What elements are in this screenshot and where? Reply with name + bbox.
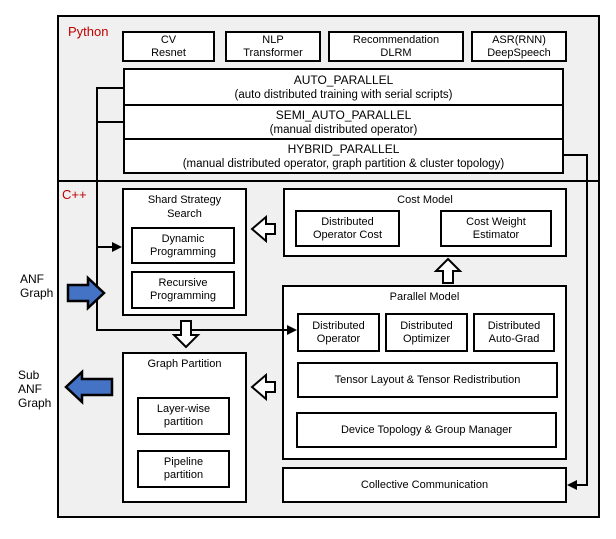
- distributed-operator-box: Distributed Operator: [297, 313, 380, 352]
- mode-title: SEMI_AUTO_PARALLEL: [275, 107, 412, 122]
- app-box-nlp-transformer: NLP Transformer: [225, 31, 321, 62]
- mode-auto-parallel: AUTO_PARALLEL (auto distributed training…: [123, 68, 564, 106]
- parallel-model-title: Parallel Model: [389, 291, 460, 303]
- python-section-label: Python: [68, 24, 109, 39]
- layer-wise-partition-box: Layer-wise partition: [137, 397, 230, 435]
- cpp-section-label: C++: [62, 187, 87, 202]
- app-box-asr-deepspeech: ASR(RNN) DeepSpeech: [471, 31, 567, 62]
- cost-model-group: Cost Model Distributed Operator Cost Cos…: [283, 188, 567, 257]
- graph-partition-group: Graph Partition Layer-wise partition Pip…: [122, 352, 247, 503]
- device-topology-group-manager-box: Device Topology & Group Manager: [296, 412, 557, 448]
- mode-subtitle: (manual distributed operator, graph part…: [182, 157, 505, 170]
- cost-weight-estimator-box: Cost Weight Estimator: [440, 210, 552, 247]
- distributed-operator-cost-box: Distributed Operator Cost: [295, 210, 400, 247]
- sub-anf-graph-label: Sub ANF Graph: [18, 368, 52, 410]
- pipeline-partition-box: Pipeline partition: [137, 450, 230, 488]
- parallel-model-group: Parallel Model Distributed Operator Dist…: [282, 285, 567, 460]
- mode-semi-auto-parallel: SEMI_AUTO_PARALLEL (manual distributed o…: [123, 104, 564, 140]
- shard-strategy-search-title: Shard Strategy Search: [147, 194, 222, 220]
- recursive-programming-box: Recursive Programming: [131, 271, 235, 309]
- distributed-optimizer-box: Distributed Optimizer: [385, 313, 468, 352]
- mode-title: AUTO_PARALLEL: [293, 72, 394, 87]
- distributed-auto-grad-box: Distributed Auto-Grad: [473, 313, 555, 352]
- collective-communication-box: Collective Communication: [282, 467, 567, 503]
- graph-partition-title: Graph Partition: [147, 358, 222, 370]
- mode-title: HYBRID_PARALLEL: [287, 141, 400, 156]
- python-cpp-divider: [57, 180, 600, 182]
- mode-hybrid-parallel: HYBRID_PARALLEL (manual distributed oper…: [123, 138, 564, 174]
- mode-subtitle: (auto distributed training with serial s…: [234, 88, 453, 101]
- cost-model-title: Cost Model: [397, 194, 453, 206]
- shard-strategy-search-group: Shard Strategy Search Dynamic Programmin…: [122, 188, 247, 316]
- app-box-recommendation-dlrm: Recommendation DLRM: [328, 31, 464, 62]
- tensor-layout-redistribution-box: Tensor Layout & Tensor Redistribution: [297, 362, 558, 398]
- app-box-cv-resnet: CV Resnet: [122, 31, 215, 62]
- anf-graph-label: ANF Graph: [20, 272, 54, 300]
- dynamic-programming-box: Dynamic Programming: [131, 227, 235, 264]
- mode-subtitle: (manual distributed operator): [269, 123, 418, 136]
